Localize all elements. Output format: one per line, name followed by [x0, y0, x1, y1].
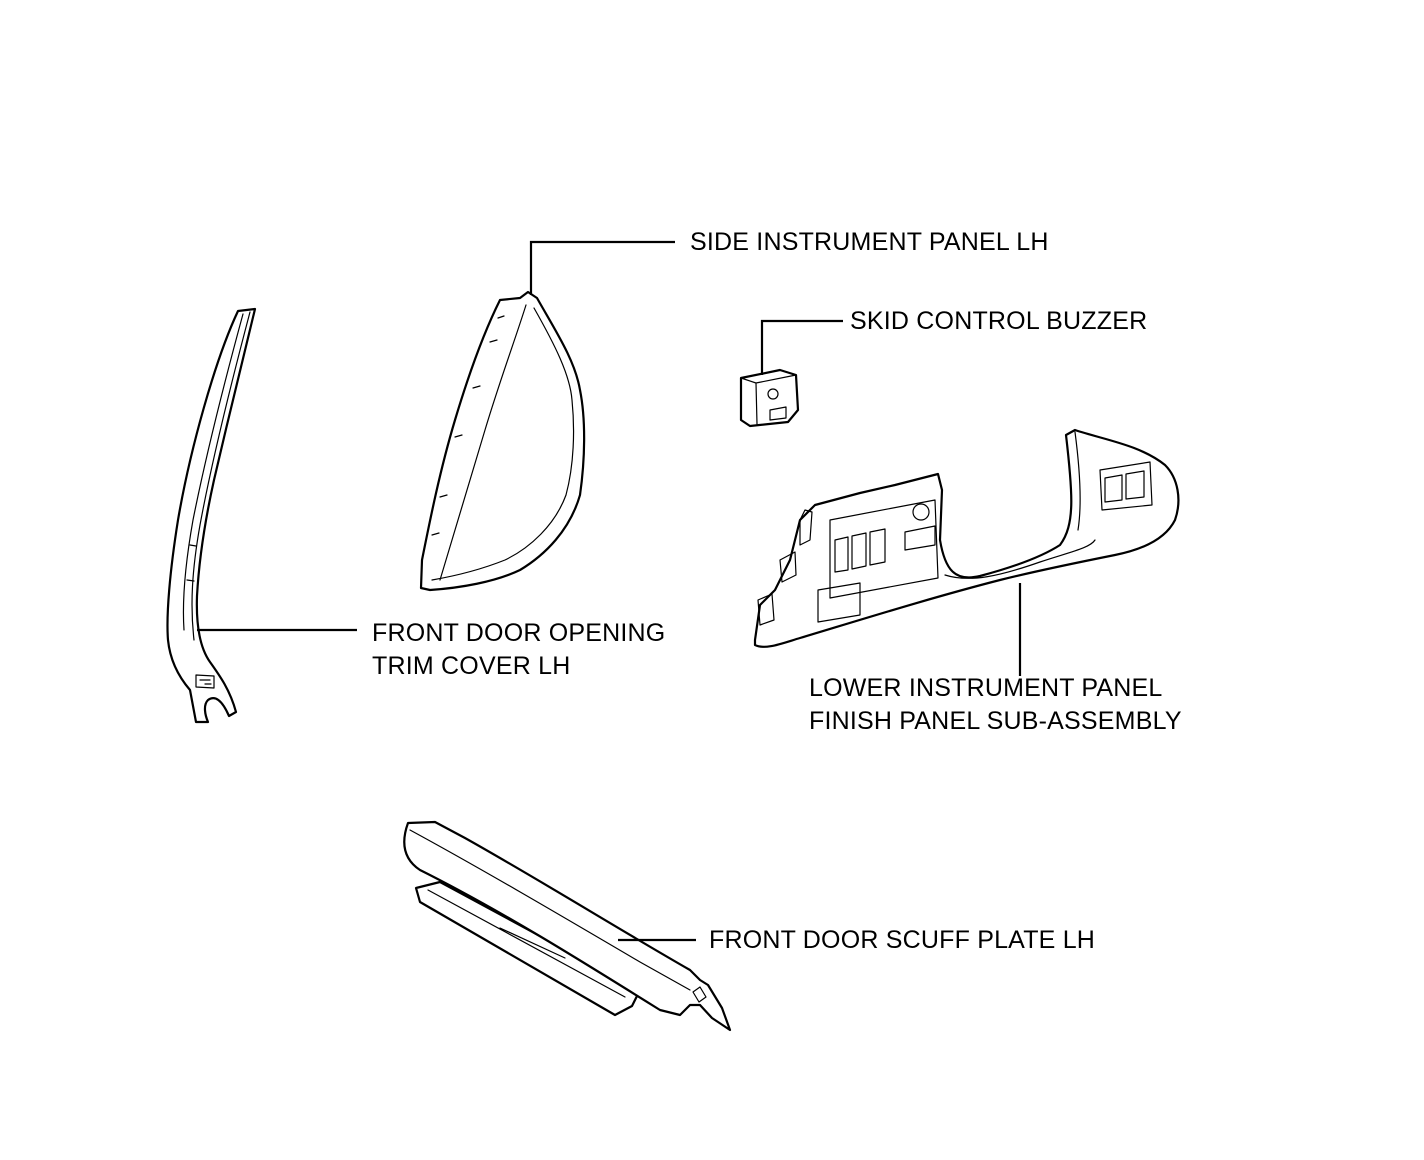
- skid-control-buzzer-part: [739, 368, 800, 428]
- side-instrument-panel-leader: [529, 240, 675, 295]
- front-door-opening-trim-line1: FRONT DOOR OPENING: [372, 619, 666, 647]
- front-door-opening-trim-line2: TRIM COVER LH: [372, 652, 571, 680]
- lower-instrument-panel-part: [753, 428, 1180, 648]
- front-door-scuff-plate-label: FRONT DOOR SCUFF PLATE LH: [709, 924, 1095, 957]
- lower-instrument-panel-line2: FINISH PANEL SUB-ASSEMBLY: [809, 707, 1182, 735]
- side-instrument-panel-part: [419, 290, 586, 592]
- front-door-scuff-plate-part: [403, 820, 732, 1032]
- lower-instrument-panel-line1: LOWER INSTRUMENT PANEL: [809, 674, 1163, 702]
- skid-control-buzzer-label: SKID CONTROL BUZZER: [850, 305, 1147, 338]
- front-door-scuff-plate-text: FRONT DOOR SCUFF PLATE LH: [709, 926, 1096, 954]
- skid-control-buzzer-text: SKID CONTROL BUZZER: [850, 307, 1148, 335]
- side-instrument-panel-label: SIDE INSTRUMENT PANEL LH: [690, 226, 1049, 259]
- side-instrument-panel-text: SIDE INSTRUMENT PANEL LH: [690, 228, 1049, 256]
- lower-instrument-panel-label: LOWER INSTRUMENT PANEL FINISH PANEL SUB-…: [809, 672, 1182, 738]
- skid-control-buzzer-leader: [760, 319, 843, 375]
- front-door-opening-trim-cover-part: [166, 307, 257, 724]
- front-door-opening-trim-label: FRONT DOOR OPENING TRIM COVER LH: [372, 617, 665, 683]
